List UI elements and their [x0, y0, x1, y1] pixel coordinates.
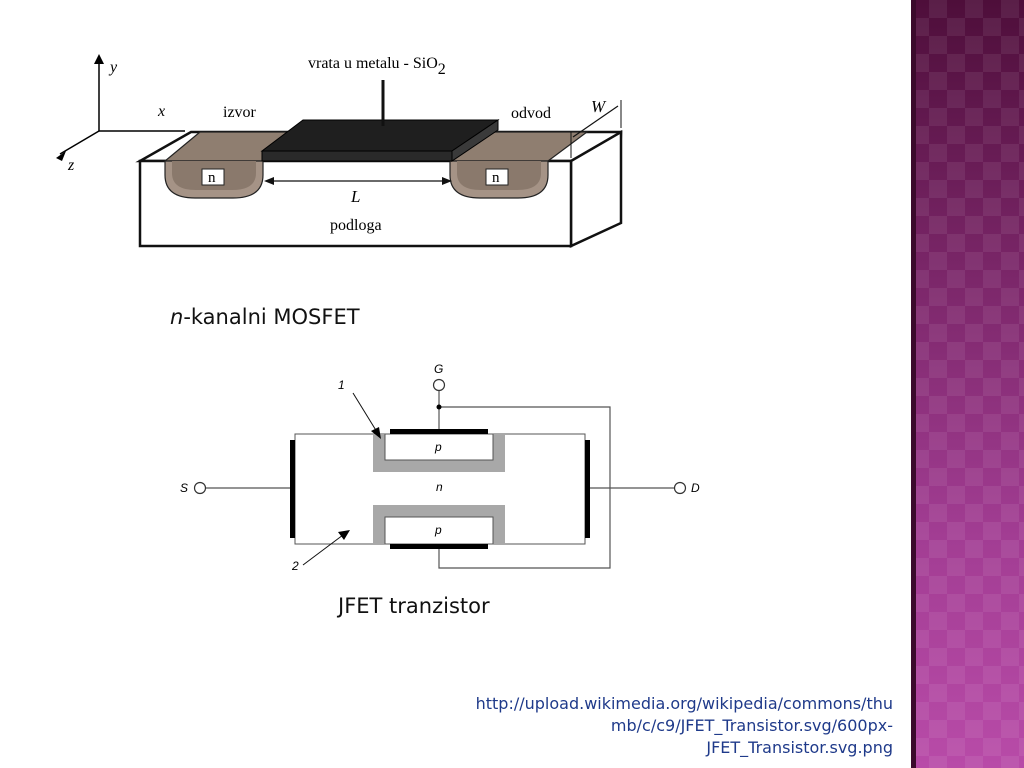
jfet-source-label: S — [180, 481, 188, 495]
axis-z-label: z — [67, 157, 75, 174]
jfet-marker-1-arrow-icon — [371, 427, 381, 439]
source-url-line-3[interactable]: JFET_Transistor.svg.png — [706, 738, 893, 757]
jfet-bottom-gate-contact — [390, 544, 488, 549]
jfet-caption: JFET tranzistor — [338, 594, 490, 618]
axis-x-label: x — [157, 103, 165, 120]
width-dimension-line — [572, 105, 619, 138]
length-arrow-left-icon — [264, 177, 274, 185]
jfet-top-p-label: p — [434, 440, 442, 454]
width-label: W — [591, 97, 607, 116]
jfet-drain-label: D — [691, 481, 700, 495]
jfet-marker-2-label: 2 — [291, 559, 299, 573]
axes-icon — [59, 62, 185, 155]
drain-label: odvod — [511, 105, 551, 122]
jfet-marker-2-arrow-icon — [338, 530, 350, 540]
jfet-gate-junction-dot — [436, 404, 442, 410]
jfet-channel-label: n — [436, 480, 443, 494]
source-url[interactable]: http://upload.wikimedia.org/wikipedia/co… — [476, 693, 893, 759]
source-n-label: n — [208, 170, 216, 186]
axis-y-arrow-icon — [94, 54, 104, 64]
source-label: izvor — [223, 104, 257, 121]
jfet-gate-terminal-icon — [432, 378, 446, 392]
drain-n-label: n — [492, 170, 500, 186]
jfet-drain-contact — [585, 440, 590, 538]
jfet-drain-terminal-icon — [673, 481, 687, 495]
jfet-top-gate-contact — [390, 429, 488, 434]
source-url-line-1[interactable]: http://upload.wikimedia.org/wikipedia/co… — [475, 694, 893, 713]
axis-y-label: y — [108, 59, 118, 76]
gate-label: vrata u metalu - SiO2 — [308, 55, 446, 78]
source-n-label-box — [201, 168, 225, 186]
drain-n-label-box — [485, 168, 509, 186]
jfet-gate-wiring — [438, 391, 611, 569]
gate-metal-side — [451, 119, 499, 162]
jfet-source-terminal-icon — [193, 481, 207, 495]
length-label: L — [350, 187, 360, 206]
mosfet-caption-prefix: n — [170, 305, 184, 329]
jfet-marker-1-label: 1 — [338, 378, 345, 392]
gate-metal-front — [261, 150, 453, 162]
jfet-bottom-p-label: p — [434, 523, 442, 537]
substrate-label: podloga — [330, 217, 382, 234]
jfet-top-depletion — [373, 434, 505, 472]
jfet-source-contact — [290, 440, 295, 538]
jfet-diagram: p p n G S D 1 2 — [180, 362, 700, 573]
decorative-side-band — [911, 0, 1024, 768]
length-arrow-right-icon — [442, 177, 452, 185]
mosfet-caption: n-kanalni MOSFET — [170, 305, 360, 329]
jfet-gate-label: G — [434, 362, 443, 376]
axis-z-arrow-icon — [56, 151, 66, 161]
source-url-line-2[interactable]: mb/c/c9/JFET_Transistor.svg/600px- — [610, 716, 893, 735]
jfet-marker-2-leader — [302, 534, 344, 566]
mosfet-caption-text: -kanalni MOSFET — [183, 305, 360, 329]
mosfet-diagram: y x z n n L — [56, 54, 623, 248]
jfet-bottom-depletion — [373, 505, 505, 544]
jfet-marker-1-leader — [352, 392, 378, 433]
